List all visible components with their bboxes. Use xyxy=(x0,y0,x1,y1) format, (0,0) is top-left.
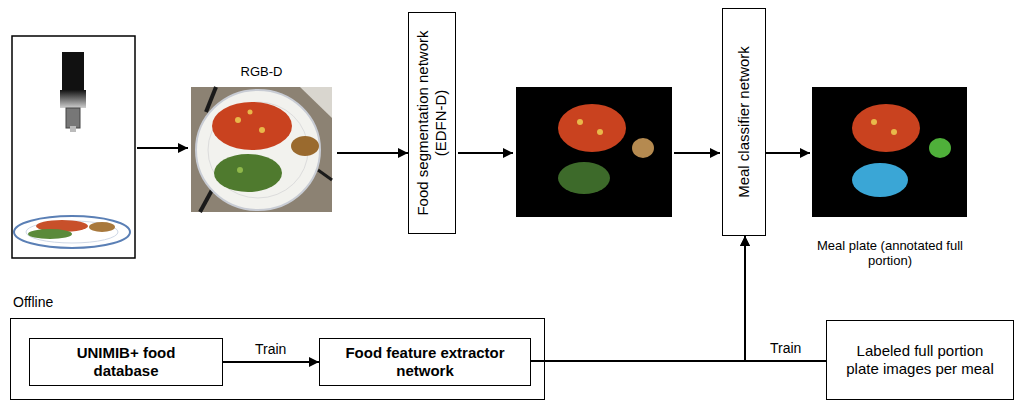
camera-panel xyxy=(12,36,135,258)
camera-lens xyxy=(66,108,80,128)
flow-arrow xyxy=(223,361,319,363)
annotated-image xyxy=(812,87,967,217)
photo-pasta-detail xyxy=(248,110,253,115)
segment-pasta xyxy=(558,104,626,152)
segment-detail xyxy=(577,119,583,125)
photo-bread xyxy=(291,136,319,156)
node-text: Food segmentation network (EDFN-D) xyxy=(414,20,450,226)
photo-plate xyxy=(196,90,320,210)
database-box: UNIMIB+ food database xyxy=(29,338,223,386)
node-text: Meal plate (annotated full portion) xyxy=(815,238,965,269)
photo-background xyxy=(191,87,332,212)
node-text: RGB-D xyxy=(186,64,337,80)
network-box: Food segmentation network (EDFN-D) xyxy=(408,12,456,234)
annotated-greens xyxy=(852,163,908,197)
segment-greens xyxy=(558,162,610,194)
flow-arrow xyxy=(766,152,810,154)
flow-arrow xyxy=(458,152,513,154)
flow-arrow xyxy=(674,152,720,154)
image-node: Meal plate (annotated full portion) xyxy=(810,87,970,269)
network-box: Food feature extractor network xyxy=(319,338,531,386)
edge-label: Train xyxy=(768,340,803,356)
flow-arrow xyxy=(337,152,408,154)
image-node: RGB-D xyxy=(186,64,337,214)
photo-pasta-detail xyxy=(259,127,265,133)
photo-strap xyxy=(318,170,332,180)
photo-pasta-detail xyxy=(235,117,241,123)
camera-lens-tip xyxy=(70,126,76,132)
annotated-pasta xyxy=(852,104,920,152)
food-greens xyxy=(28,229,72,239)
plate-rim xyxy=(26,221,118,243)
plate xyxy=(14,216,130,248)
node-text: Labeled full portion plate images per me… xyxy=(845,342,995,378)
camera-body xyxy=(62,52,84,90)
node-text: Meal classifier network xyxy=(735,16,753,228)
photo-greens xyxy=(214,154,282,192)
camera-mount xyxy=(60,90,86,108)
food-bread xyxy=(89,222,115,232)
edge-label: Train xyxy=(253,341,288,357)
node-text: Food feature extractor network xyxy=(335,344,515,380)
node-text: Offline xyxy=(13,294,53,311)
node-text: UNIMIB+ food database xyxy=(56,344,196,380)
segment-detail xyxy=(597,129,603,135)
photo-strap xyxy=(200,190,212,212)
annotated-bread xyxy=(929,138,951,158)
flow-arrow xyxy=(137,147,188,149)
network-box: Meal classifier network xyxy=(722,8,766,236)
flow-arrow xyxy=(531,236,745,361)
photo-pasta xyxy=(212,102,292,150)
offline-group: OfflineUNIMIB+ food databaseFood feature… xyxy=(10,318,545,400)
segment-bread xyxy=(632,138,654,158)
flow-arrow xyxy=(745,236,826,361)
data-box: Labeled full portion plate images per me… xyxy=(826,320,1014,400)
photo-greens-detail xyxy=(237,167,243,173)
segmented-image xyxy=(516,87,672,217)
annotated-detail xyxy=(871,119,877,125)
annotated-detail xyxy=(891,129,897,135)
